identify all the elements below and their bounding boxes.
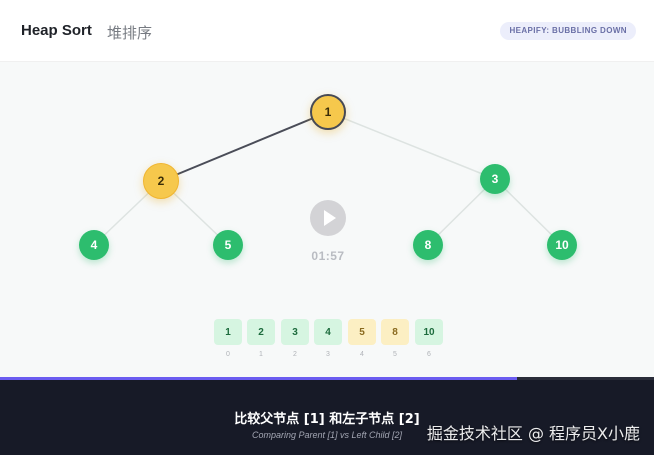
tree-node-leaf: 10 (547, 230, 577, 260)
array-index: 0 (226, 351, 230, 358)
caption-bar: 比较父节点 [1] 和左子节点 [2] Comparing Parent [1]… (0, 380, 654, 455)
edge-1-2 (160, 111, 329, 182)
video-progress-fill (0, 377, 517, 380)
array-cell-highlighted: 5 (348, 319, 376, 345)
video-progress-bar[interactable] (0, 377, 654, 380)
edge-1-3 (327, 111, 496, 180)
array-cell-highlighted: 8 (381, 319, 409, 345)
app-title: Heap Sort (21, 22, 92, 39)
watermark: 掘金技术社区 @ 程序员X小鹿 (426, 424, 640, 443)
array-index: 4 (360, 351, 364, 358)
array-index: 1 (259, 351, 263, 358)
app-subtitle-cn: 堆排序 (107, 24, 153, 42)
phase-badge: HEAPIFY: BUBBLING DOWN (500, 22, 636, 40)
header-bar: Heap Sort 堆排序 HEAPIFY: BUBBLING DOWN (0, 0, 654, 62)
tree-node-left-child: 2 (143, 163, 179, 199)
array-cell: 3 (281, 319, 309, 345)
caption-english: Comparing Parent [1] vs Left Child [2] (251, 430, 403, 440)
array-cell: 4 (314, 319, 342, 345)
array-index: 6 (427, 351, 431, 358)
array-cell: 2 (247, 319, 275, 345)
play-button[interactable] (310, 200, 346, 236)
array-index: 2 (293, 351, 297, 358)
tree-node-root: 1 (310, 94, 346, 130)
caption-chinese: 比较父节点 [1] 和左子节点 [2] (234, 412, 420, 427)
tree-node-right-child: 3 (480, 164, 510, 194)
tree-node-leaf: 4 (79, 230, 109, 260)
array-index: 5 (393, 351, 397, 358)
video-timecode: 01:57 (311, 249, 345, 263)
array-cell: 1 (214, 319, 242, 345)
tree-node-leaf: 5 (213, 230, 243, 260)
array-cell: 10 (415, 319, 443, 345)
tree-node-leaf: 8 (413, 230, 443, 260)
array-index: 3 (326, 351, 330, 358)
